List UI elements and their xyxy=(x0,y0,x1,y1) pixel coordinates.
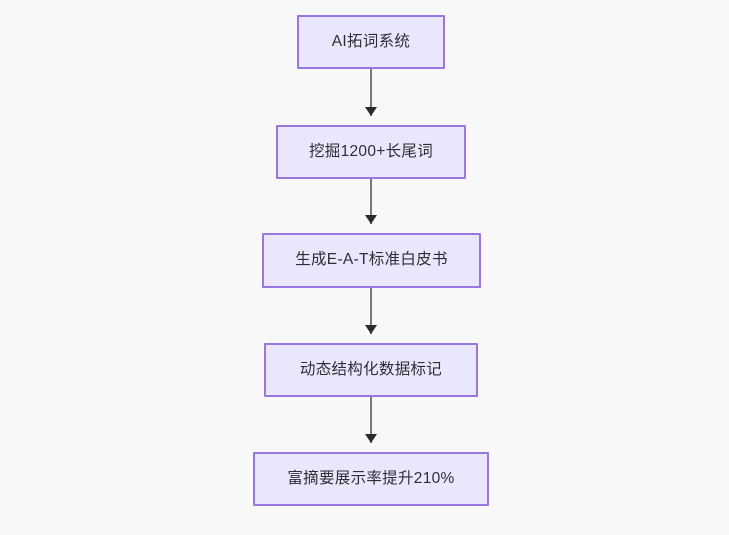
flow-edge-3-4 xyxy=(370,288,372,334)
flow-node-label: 动态结构化数据标记 xyxy=(299,360,443,378)
flow-node-label: 生成E-A-T标准白皮书 xyxy=(295,251,448,269)
flow-arrowhead-4-5 xyxy=(365,434,377,443)
flow-node-label: 富摘要展示率提升210% xyxy=(287,469,455,487)
flow-arrowhead-3-4 xyxy=(365,325,377,334)
flow-node-label: AI拓词系统 xyxy=(331,32,411,50)
flow-node-generate-eat-whitepaper[interactable]: 生成E-A-T标准白皮书 xyxy=(262,233,481,288)
flow-node-dynamic-structured-data-markup[interactable]: 动态结构化数据标记 xyxy=(264,343,478,397)
flow-arrowhead-2-3 xyxy=(365,215,377,224)
flow-arrowhead-1-2 xyxy=(365,107,377,116)
flow-edge-4-5 xyxy=(370,397,372,443)
flow-node-rich-snippet-impression-lift[interactable]: 富摘要展示率提升210% xyxy=(253,452,489,506)
flow-node-label: 挖掘1200+长尾词 xyxy=(308,142,434,160)
flow-edge-1-2 xyxy=(370,69,372,116)
flow-node-ai-keyword-system[interactable]: AI拓词系统 xyxy=(297,15,445,69)
flow-edge-2-3 xyxy=(370,179,372,224)
flow-node-mine-longtail-keywords[interactable]: 挖掘1200+长尾词 xyxy=(276,125,466,179)
